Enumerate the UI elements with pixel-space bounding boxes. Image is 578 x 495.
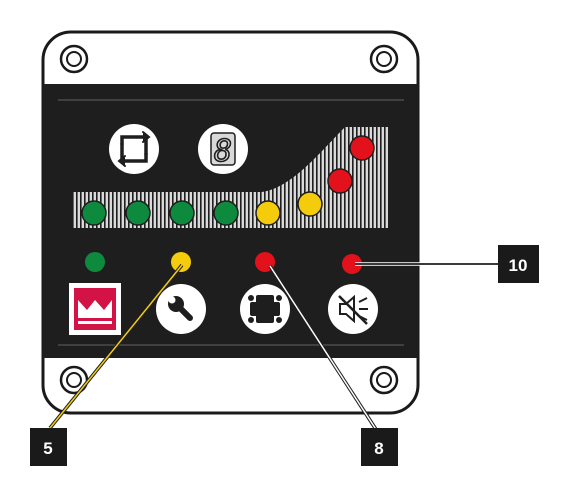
screw-bottom-right (371, 367, 397, 393)
mute-button[interactable] (328, 284, 378, 334)
level-led-8-red (350, 136, 374, 160)
level-led-6-yellow (298, 192, 322, 216)
callout-8: 8 (361, 428, 398, 466)
screw-top-right (371, 46, 397, 72)
cycle-button[interactable] (109, 124, 159, 174)
callout-10-label: 10 (509, 256, 528, 275)
callout-5-label: 5 (43, 439, 52, 458)
screw-top-left (61, 46, 87, 72)
seven-segment-display: 8 (198, 124, 248, 174)
level-led-3-green (170, 201, 194, 225)
level-led-4-green (214, 201, 238, 225)
callout-8-label: 8 (374, 439, 383, 458)
service-button[interactable] (156, 284, 206, 334)
status-led-1-green (85, 252, 105, 272)
motor-button[interactable] (240, 284, 290, 334)
callout-5: 5 (30, 428, 67, 466)
level-led-2-green (126, 201, 150, 225)
callout-10: 10 (498, 245, 539, 283)
motor-icon (248, 295, 282, 323)
level-led-7-red (328, 169, 352, 193)
level-led-1-green (82, 201, 106, 225)
level-led-5-yellow (256, 201, 280, 225)
display-digit: 8 (214, 134, 232, 169)
brand-logo-button[interactable] (69, 283, 121, 335)
